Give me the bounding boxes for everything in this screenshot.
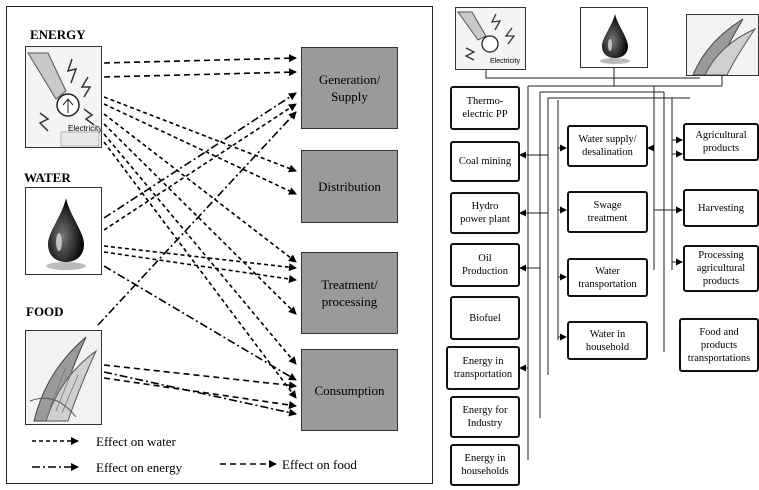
- box-label-line: Water supply/: [578, 134, 637, 145]
- box-label-line: Industry: [467, 418, 503, 429]
- box-agricultural-products: Agricultural products: [683, 123, 759, 161]
- stage-treatment-line2: processing: [321, 294, 378, 309]
- box-harvesting: Harvesting: [683, 189, 759, 227]
- box-label-line: products: [700, 339, 738, 351]
- box-label-line: Processing: [698, 250, 744, 261]
- stage-distribution: Distribution: [301, 150, 398, 223]
- box-label-line: transportations: [687, 352, 751, 364]
- box-label-line: transportation: [578, 278, 637, 290]
- stage-generation-supply: Generation/Supply: [301, 47, 398, 129]
- box-swage-treatment: Swage treatment: [567, 191, 648, 233]
- box-thermoelectric-pp: Thermo-electric PP: [450, 86, 520, 130]
- energy-label: ENERGY: [30, 27, 86, 42]
- electricity-caption: Electricity: [68, 124, 102, 133]
- stage-generation-line1: Generation/: [318, 72, 381, 87]
- box-energy-in-households: Energy in households: [450, 444, 520, 486]
- box-water-supply-desalination: Water supply/desalination: [567, 125, 648, 167]
- legend-effect-on-water: Effect on water: [96, 434, 176, 449]
- box-label-line: Energy in: [464, 453, 506, 464]
- box-label-line: Agricultural: [695, 130, 747, 141]
- box-label-line: power plant: [460, 214, 510, 225]
- box-label-line: Hydro: [471, 201, 499, 212]
- corn-icon-right: [686, 14, 759, 76]
- electricity-caption-right: Electricity: [490, 58, 520, 65]
- box-label-line: Coal mining: [458, 156, 512, 167]
- electricity-icon-right: Electricity: [455, 7, 526, 70]
- water-drop-icon-right: [580, 7, 648, 68]
- box-label-line: Biofuel: [469, 312, 501, 324]
- water-drop-icon: [25, 187, 102, 275]
- box-label-line: households: [461, 466, 509, 477]
- box-coal-mining: Coal mining: [450, 141, 520, 182]
- box-label-line: Energy for: [462, 405, 508, 416]
- box-label-line: electric PP: [462, 109, 508, 120]
- box-label-line: Food and: [699, 326, 739, 338]
- box-label-line: agricultural: [696, 263, 746, 274]
- box-label-line: Swage: [593, 200, 622, 211]
- box-label-line: products: [702, 276, 740, 287]
- box-label-line: transportation: [453, 369, 513, 380]
- stage-consumption: Consumption: [301, 349, 398, 431]
- electricity-icon: Electricity: [25, 46, 102, 148]
- box-label-line: Energy in: [462, 356, 504, 367]
- stage-treatment-line1: Treatment/: [321, 277, 378, 292]
- stage-consumption-label: Consumption: [314, 382, 385, 398]
- box-hydro-power-plant: Hydro power plant: [450, 192, 520, 234]
- box-energy-in-transportation: Energy in transportation: [446, 346, 520, 390]
- box-label-line: Oil: [478, 253, 492, 264]
- box-label-line: Thermo-: [466, 96, 504, 107]
- corn-icon: [25, 330, 102, 425]
- box-label-line: products: [702, 143, 740, 154]
- stage-generation-line2: Supply: [331, 89, 368, 104]
- food-label: FOOD: [26, 304, 64, 319]
- box-biofuel: Biofuel: [450, 296, 520, 340]
- stage-treatment-processing: Treatment/processing: [301, 252, 398, 334]
- box-label-line: Harvesting: [697, 202, 745, 214]
- box-label-line: Water: [595, 265, 620, 277]
- box-label-line: household: [585, 341, 630, 353]
- box-label-line: treatment: [587, 213, 628, 224]
- box-label-line: Production: [461, 266, 509, 277]
- water-label: WATER: [24, 170, 71, 185]
- legend-effect-on-food: Effect on food: [282, 457, 357, 472]
- box-label-line: desalination: [582, 147, 633, 158]
- box-processing-agricultural-products: Processing agricultural products: [683, 245, 759, 292]
- legend-effect-on-energy: Effect on energy: [96, 460, 183, 475]
- left-diagram-panel: [6, 6, 433, 484]
- stage-distribution-label: Distribution: [318, 179, 381, 194]
- box-label-line: Water in: [589, 328, 626, 340]
